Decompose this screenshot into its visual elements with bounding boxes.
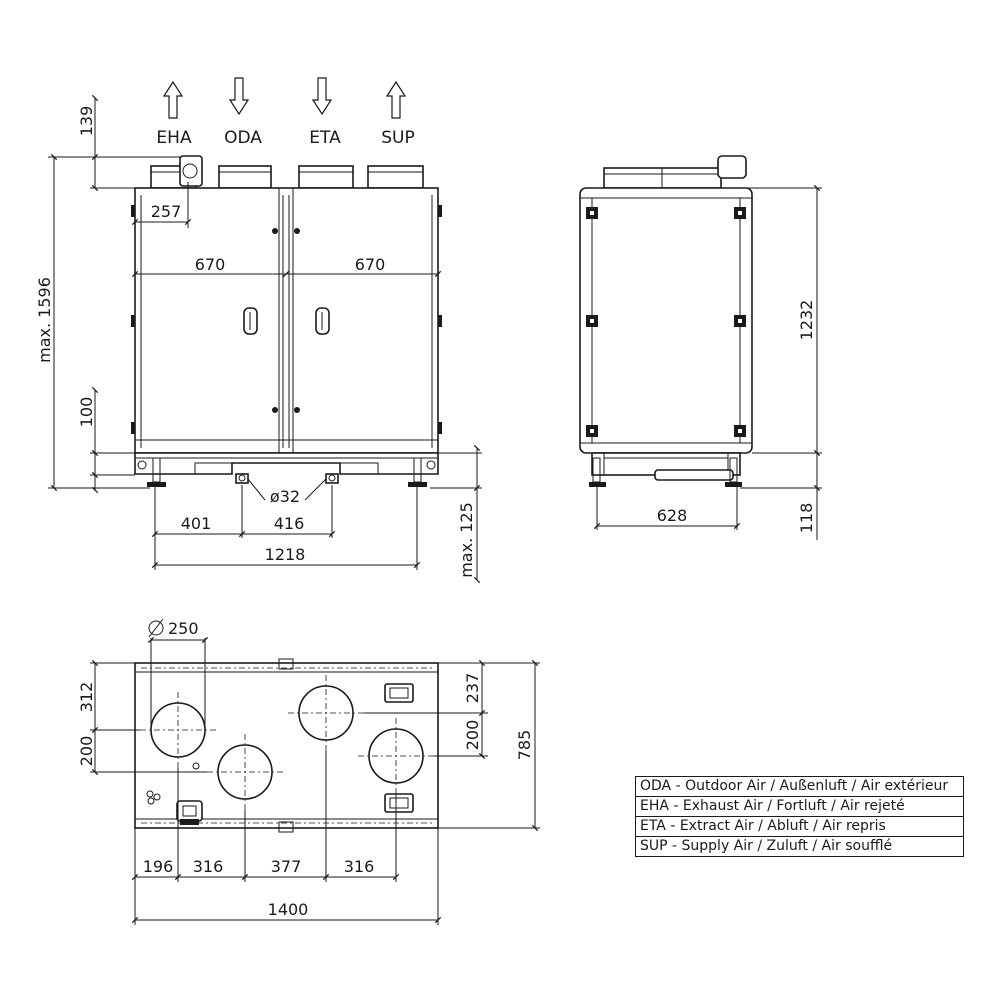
legend-item-sup: SUP - Supply Air / Zuluft / Air soufflé (636, 836, 963, 856)
top-view-dimensions: 250 312 200 237 200 785 196 316 377 (77, 618, 540, 925)
dim-118: 118 (797, 503, 816, 534)
dim-100: 100 (77, 397, 96, 428)
dim-200-right: 200 (463, 720, 482, 751)
front-housing (134, 187, 439, 454)
dim-670-left: 670 (195, 255, 226, 274)
airflow-oda-arrow-icon (229, 77, 249, 115)
legend-item-oda: ODA - Outdoor Air / Außenluft / Air exté… (640, 778, 949, 794)
dim-max-125: max. 125 (457, 502, 476, 578)
dim-d250: 250 (168, 619, 199, 638)
side-view (579, 155, 753, 487)
dim-401: 401 (181, 514, 212, 533)
control-box (179, 155, 203, 187)
dim-237: 237 (463, 673, 482, 704)
dim-196: 196 (143, 857, 174, 876)
dim-1232: 1232 (797, 300, 816, 341)
dim-139: 139 (77, 106, 96, 137)
side-view-dimensions: 1232 628 118 (593, 184, 822, 540)
dim-257: 257 (151, 202, 182, 221)
dim-max-1596: max. 1596 (35, 277, 54, 363)
dim-628: 628 (657, 506, 688, 525)
airflow-legend: ODA - Outdoor Air / Außenluft / Air exté… (635, 776, 964, 857)
door-handle-right (315, 307, 330, 335)
spigot-sup (367, 165, 424, 189)
dim-200-left: 200 (77, 736, 96, 767)
airflow-sup-arrow-icon (386, 81, 406, 119)
dim-1218: 1218 (265, 545, 306, 564)
airflow-eha-label: EHA (156, 128, 192, 148)
side-control-box (717, 155, 747, 179)
dim-377: 377 (271, 857, 302, 876)
spigot-oda (218, 165, 272, 189)
front-base-frame (134, 452, 439, 475)
legend-item-eta: ETA - Extract Air / Abluft / Air repris (636, 816, 963, 836)
front-view-dimensions: 139 max. 1596 257 670 670 100 ø32 401 41… (35, 94, 482, 584)
airflow-oda-label: ODA (224, 128, 262, 148)
inspection-plate-bottom (384, 793, 414, 813)
dim-1400: 1400 (268, 900, 309, 919)
airflow-eha-arrow-icon (163, 81, 183, 119)
airflow-indicators: EHA ODA ETA SUP (156, 77, 415, 148)
side-housing (579, 187, 753, 454)
legend-item-eha: EHA - Exhaust Air / Fortluft / Air rejet… (636, 796, 963, 816)
dim-785: 785 (515, 730, 534, 761)
front-view (131, 155, 442, 501)
dim-312: 312 (77, 682, 96, 713)
dim-670-right: 670 (355, 255, 386, 274)
dim-316-b: 316 (344, 857, 375, 876)
airflow-eta-label: ETA (309, 128, 341, 148)
top-view (134, 658, 439, 833)
airflow-eta-arrow-icon (312, 77, 332, 115)
inspection-plate-top (384, 683, 414, 703)
door-handle-left (243, 307, 258, 335)
dim-316-a: 316 (193, 857, 224, 876)
top-control-box (176, 800, 203, 822)
spigot-eta (298, 165, 354, 189)
dim-416: 416 (274, 514, 305, 533)
airflow-sup-label: SUP (381, 128, 415, 148)
dim-d32: ø32 (270, 487, 300, 506)
